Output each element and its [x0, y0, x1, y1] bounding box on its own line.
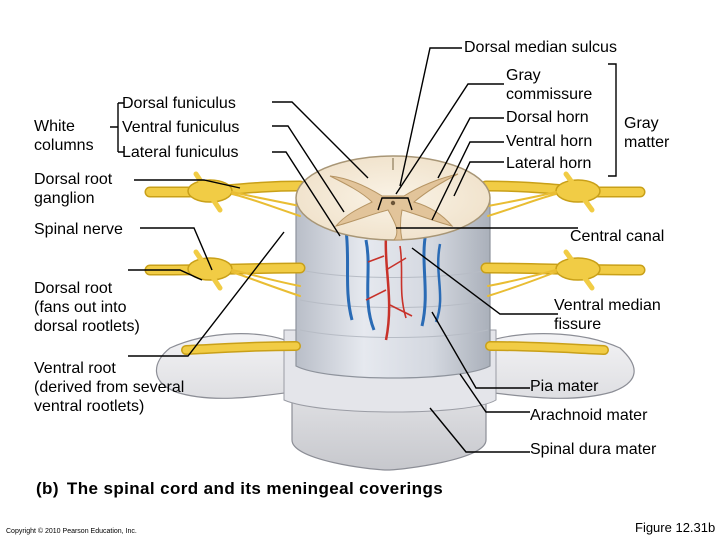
central-canal-shape: [390, 200, 396, 206]
label-arachnoid-mater: Arachnoid mater: [530, 407, 648, 424]
label-dorsal-median-sulcus: Dorsal median sulcus: [464, 39, 617, 56]
label-ventral-root: Ventral root (derived from several ventr…: [34, 360, 185, 415]
caption-text: The spinal cord and its meningeal coveri…: [66, 479, 444, 498]
figure-number: Figure 12.31b: [635, 520, 716, 535]
label-spinal-dura-mater: Spinal dura mater: [530, 441, 657, 458]
label-gray-matter: Gray matter: [624, 115, 670, 151]
label-dorsal-root: Dorsal root (fans out into dorsal rootle…: [34, 280, 140, 335]
label-spinal-nerve: Spinal nerve: [34, 221, 123, 238]
label-dorsal-root-ganglion: Dorsal root ganglion: [34, 171, 113, 207]
label-pia-mater: Pia mater: [530, 378, 599, 395]
gray-matter-shape: [329, 173, 459, 241]
leader-lines: [110, 47, 617, 453]
nerve-roots-left: [144, 171, 306, 355]
label-white-columns: White columns: [34, 118, 94, 154]
label-ventral-median-fissure: Ventral median fissure: [554, 297, 661, 333]
label-ventral-funiculus: Ventral funiculus: [122, 119, 240, 136]
figure-caption: (b) The spinal cord and its meningeal cov…: [36, 479, 443, 499]
copyright-notice: Copyright © 2010 Pearson Education, Inc.: [6, 528, 137, 535]
nerve-roots-right: [480, 171, 646, 355]
label-lateral-funiculus: Lateral funiculus: [122, 144, 239, 161]
label-lateral-horn: Lateral horn: [506, 155, 592, 172]
blood-vessels: [344, 229, 442, 341]
label-dorsal-funiculus: Dorsal funiculus: [122, 95, 236, 112]
label-central-canal: Central canal: [570, 228, 665, 245]
caption-letter: (b): [36, 479, 59, 498]
label-dorsal-horn: Dorsal horn: [506, 109, 589, 126]
label-gray-commissure: Gray commissure: [506, 67, 593, 103]
label-ventral-horn: Ventral horn: [506, 133, 593, 150]
